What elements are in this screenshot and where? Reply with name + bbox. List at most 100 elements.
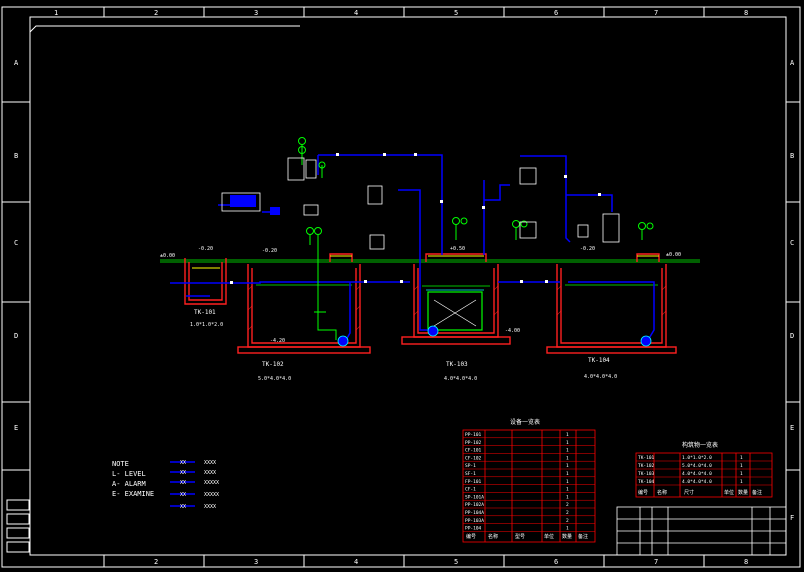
note-legend-lines <box>170 461 195 507</box>
col-label-6-bottom: 6 <box>554 558 558 566</box>
row-zone-ticks <box>2 101 800 471</box>
equipment-row-tag: PP-102A <box>465 502 484 508</box>
tank-row-tag: TK-103 <box>638 471 655 477</box>
legend-code-3: XX <box>180 480 186 486</box>
note-line-alarm: A- ALARM <box>112 480 146 488</box>
column-zone-ticks <box>103 7 705 567</box>
inner-frame <box>29 16 787 556</box>
instrument-bubbles <box>298 137 654 235</box>
row-label-e-right: E <box>790 424 794 432</box>
equipment-row-tag: PP-104A <box>465 510 484 516</box>
tank-row-size: 4.0*4.0*4.0 <box>682 471 712 477</box>
note-title: NOTE <box>112 460 129 468</box>
legend-code-1: XX <box>180 460 186 466</box>
left-stamp-boxes <box>6 499 30 553</box>
legend-code-5: XX <box>180 504 186 510</box>
equipment-table-title: 设备一览表 <box>510 418 540 426</box>
tk103-filter-x2 <box>433 299 477 327</box>
elev-label-8: -0.20 <box>262 248 277 254</box>
equipment-row-tag: SP-1 <box>465 463 476 469</box>
tank-row-qty: 1 <box>740 455 743 461</box>
tk103-tag: TK-103 <box>446 361 468 368</box>
col-label-2-bottom: 2 <box>154 558 158 566</box>
tank-footer-qty: 数量 <box>738 489 748 496</box>
equip-footer-qty: 数量 <box>562 533 572 540</box>
tank-row-tag: TK-101 <box>638 455 655 461</box>
title-block <box>616 506 787 556</box>
legend-text-4: XXXXX <box>204 492 219 498</box>
legend-code-4: XX <box>180 492 186 498</box>
tank-row-tag: TK-104 <box>638 479 655 485</box>
row-label-d-right: D <box>790 332 794 340</box>
equipment-row-qty: 1 <box>566 455 569 461</box>
equipment-row-tag: PP-101 <box>465 432 482 438</box>
elev-label-5: +0.50 <box>450 246 465 252</box>
col-label-1: 1 <box>54 9 58 17</box>
col-label-7-bottom: 7 <box>654 558 658 566</box>
equipment-row-qty: 1 <box>566 432 569 438</box>
row-label-c: C <box>14 239 18 247</box>
equipment-row-qty: 1 <box>566 448 569 454</box>
col-label-2: 2 <box>154 9 158 17</box>
tank-walls <box>184 253 677 354</box>
dosing-equipment <box>221 157 620 250</box>
note-line-examine: E- EXAMINE <box>112 490 154 498</box>
equipment-row-tag: FP-101 <box>465 479 482 485</box>
blower-units <box>230 195 280 215</box>
submersible-pumps <box>337 325 652 347</box>
col-label-5-bottom: 5 <box>454 558 458 566</box>
row-label-b: B <box>14 152 18 160</box>
row-label-e: E <box>14 424 18 432</box>
elev-label-6: -0.20 <box>580 246 595 252</box>
outer-frame <box>1 6 801 568</box>
tk102-tag: TK-102 <box>262 361 284 368</box>
row-label-a: A <box>14 59 19 67</box>
elev-label-1: ±0.00 <box>160 253 175 259</box>
equipment-row-qty: 1 <box>566 494 569 500</box>
col-label-5: 5 <box>454 9 458 17</box>
tank-table-title: 构筑物一览表 <box>682 441 718 449</box>
equipment-row-qty: 1 <box>566 463 569 469</box>
row-label-d: D <box>14 332 18 340</box>
tank-row-size: 4.0*4.0*4.0 <box>682 479 712 485</box>
equipment-table-footer: 编号 名称 型号 单位 数量 备注 <box>466 533 588 540</box>
note-line-level: L- LEVEL <box>112 470 146 478</box>
equipment-row-tag: CF-101 <box>465 448 482 454</box>
equipment-row-qty: 1 <box>566 471 569 477</box>
tk101-cap: 1.0*1.0*2.0 <box>190 322 223 328</box>
tank-table-grid <box>635 452 773 498</box>
equip-footer-no: 编号 <box>466 533 476 540</box>
tank-row-size: 1.0*1.0*2.0 <box>682 455 712 461</box>
col-label-7: 7 <box>654 9 658 17</box>
tank-footer-size: 尺寸 <box>684 489 694 496</box>
equipment-row-qty: 1 <box>566 440 569 446</box>
col-label-8: 8 <box>744 9 748 17</box>
equipment-row-qty: 1 <box>566 487 569 493</box>
tank-footer-unit: 单位 <box>724 489 734 496</box>
col-label-6: 6 <box>554 9 558 17</box>
legend-text-5: XXXX <box>204 504 216 510</box>
tank-footer-remark: 备注 <box>752 489 762 496</box>
tank-footer-name: 名称 <box>657 489 667 496</box>
title-strip <box>29 25 300 33</box>
tank-row-qty: 1 <box>740 463 743 469</box>
tk104-cap: 4.0*4.0*4.0 <box>584 374 617 380</box>
equipment-row-qty: 2 <box>566 518 569 524</box>
tank-hatching <box>247 285 667 331</box>
tk104-tag: TK-104 <box>588 357 610 364</box>
equipment-row-tag: SF-1 <box>465 471 476 477</box>
tank-row-tag: TK-102 <box>638 463 655 469</box>
equipment-row-tag: SP-101A <box>465 494 484 500</box>
elev-label-4: -4.00 <box>505 328 520 334</box>
col-label-8-bottom: 8 <box>744 558 748 566</box>
col-label-3-bottom: 3 <box>254 558 258 566</box>
equipment-row-qty: 2 <box>566 510 569 516</box>
row-label-c-right: C <box>790 239 794 247</box>
equipment-row-tag: PP-103A <box>465 518 484 524</box>
tk102-cap: 5.0*4.0*4.0 <box>258 376 291 382</box>
equip-footer-remark: 备注 <box>578 533 588 540</box>
level-markers <box>192 255 659 269</box>
